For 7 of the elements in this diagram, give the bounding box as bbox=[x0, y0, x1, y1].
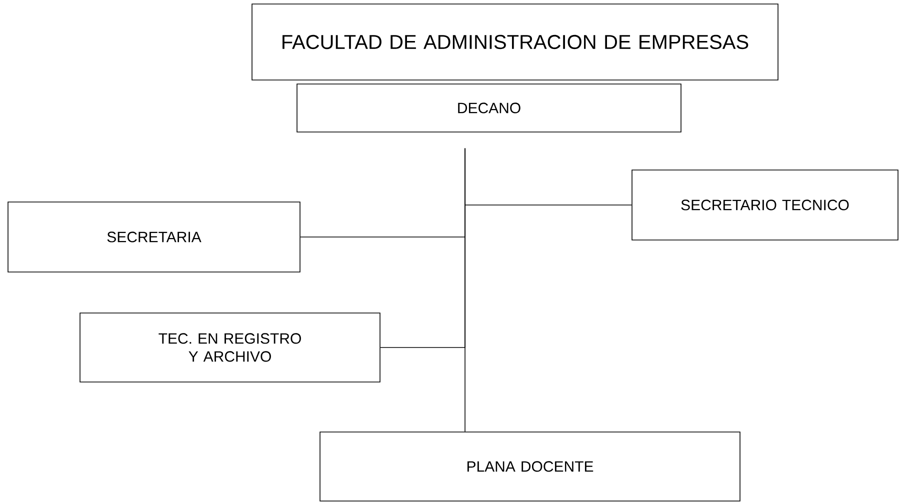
org-box: SECRETARIO TECNICO bbox=[632, 170, 898, 240]
org-box: FACULTAD DE ADMINISTRACION DE EMPRESAS bbox=[252, 4, 778, 80]
org-box: SECRETARIA bbox=[8, 202, 300, 272]
connector-line bbox=[464, 148, 466, 432]
org-box: DECANO bbox=[296, 84, 682, 132]
org-box: PLANA DOCENTE bbox=[320, 432, 740, 502]
org-box: TEC. EN REGISTRO Y ARCHIVO bbox=[80, 312, 380, 382]
